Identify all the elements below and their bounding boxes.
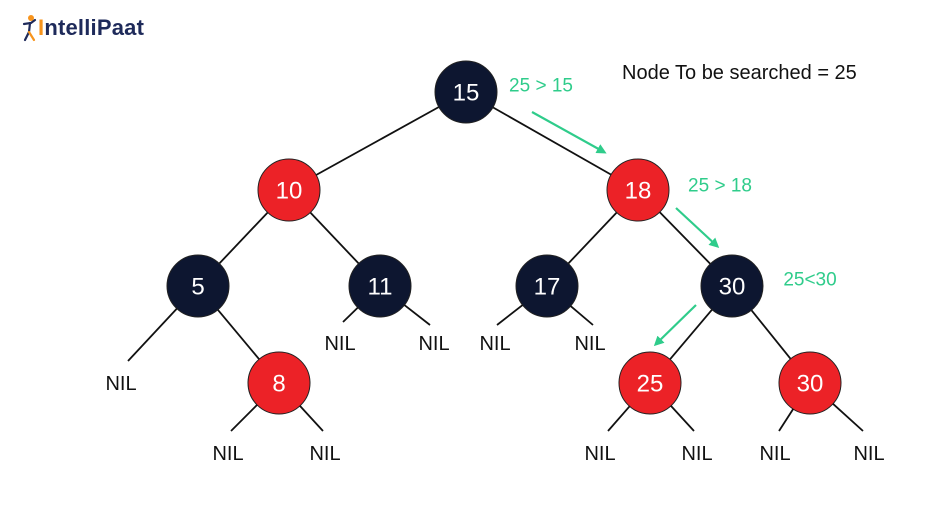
tree-node-10: 10 bbox=[257, 158, 321, 222]
search-target-label: Node To be searched = 25 bbox=[622, 62, 857, 84]
tree-node-25: 25 bbox=[618, 351, 682, 415]
tree-edge bbox=[309, 211, 360, 265]
node-circle bbox=[247, 351, 311, 415]
nil-edge bbox=[832, 403, 864, 432]
node-circle bbox=[348, 254, 412, 318]
tree-node-30: 30 bbox=[778, 351, 842, 415]
nil-edge bbox=[299, 405, 324, 432]
node-value: 18 bbox=[625, 178, 652, 205]
nil-edge bbox=[342, 306, 359, 323]
tree-edge bbox=[659, 211, 711, 265]
tree-nodes: 15 10 18 5 11 17 30 8 25 30 bbox=[166, 60, 842, 415]
nil-edge bbox=[570, 305, 594, 326]
nil-leaf-label: NIL bbox=[324, 333, 355, 355]
node-circle bbox=[257, 158, 321, 222]
nil-edge bbox=[607, 405, 631, 432]
tree-node-8: 8 bbox=[247, 351, 311, 415]
comparison-label: 25 > 15 bbox=[509, 76, 573, 97]
search-arrow bbox=[653, 304, 697, 347]
nil-leaf-label: NIL bbox=[584, 443, 615, 465]
tree-node-30: 30 bbox=[700, 254, 764, 318]
nil-leaf-label: NIL bbox=[759, 443, 790, 465]
nil-leaf-label: NIL bbox=[418, 333, 449, 355]
tree-node-17: 17 bbox=[515, 254, 579, 318]
node-value: 15 bbox=[453, 80, 480, 107]
nil-edge bbox=[230, 404, 258, 432]
comparison-label: 25<30 bbox=[783, 270, 836, 291]
nil-edge bbox=[127, 308, 178, 362]
tree-edge bbox=[217, 309, 260, 360]
node-value: 5 bbox=[191, 274, 204, 301]
tree-edge bbox=[669, 309, 713, 360]
nil-leaf-label: NIL bbox=[212, 443, 243, 465]
nil-leaf-label: NIL bbox=[853, 443, 884, 465]
tree-node-18: 18 bbox=[606, 158, 670, 222]
comparison-labels: 25 > 15 25 > 18 25<30 bbox=[509, 76, 837, 291]
tree-edge bbox=[315, 106, 440, 176]
logo-figure-icon bbox=[22, 15, 37, 42]
nil-edge bbox=[670, 405, 695, 432]
nil-leaf-label: NIL bbox=[105, 373, 136, 395]
node-value: 10 bbox=[276, 178, 303, 205]
tree-node-5: 5 bbox=[166, 254, 230, 318]
tree-edge bbox=[750, 309, 792, 360]
nil-leaves: NIL NIL NIL NIL NIL NIL NIL NIL NIL NIL NIL bbox=[105, 304, 885, 465]
node-value: 30 bbox=[797, 371, 824, 398]
nil-leaf-label: NIL bbox=[479, 333, 510, 355]
node-value: 11 bbox=[368, 274, 393, 301]
nil-edge bbox=[778, 408, 794, 432]
logo-wordmark: IntelliPaat bbox=[38, 15, 145, 40]
node-circle bbox=[618, 351, 682, 415]
nil-leaf-label: NIL bbox=[681, 443, 712, 465]
nil-leaf-label: NIL bbox=[574, 333, 605, 355]
tree-node-15: 15 bbox=[434, 60, 498, 124]
search-path-arrows bbox=[531, 111, 720, 347]
nil-edge bbox=[403, 304, 431, 326]
nil-leaf-label: NIL bbox=[309, 443, 340, 465]
tree-edge bbox=[492, 106, 612, 176]
node-value: 8 bbox=[272, 371, 285, 398]
search-arrow bbox=[675, 207, 720, 249]
comparison-label: 25 > 18 bbox=[688, 176, 752, 197]
tree-edge bbox=[218, 211, 269, 265]
tree-edge bbox=[567, 211, 618, 265]
nil-edge bbox=[496, 304, 524, 326]
tree-edges bbox=[217, 106, 792, 360]
search-arrow bbox=[531, 111, 607, 154]
tree-node-11: 11 bbox=[348, 254, 412, 318]
node-value: 30 bbox=[719, 274, 746, 301]
node-circle bbox=[778, 351, 842, 415]
node-circle bbox=[434, 60, 498, 124]
node-value: 17 bbox=[534, 274, 561, 301]
node-circle bbox=[166, 254, 230, 318]
node-circle bbox=[515, 254, 579, 318]
intellipaat-logo: IntelliPaat bbox=[20, 14, 144, 42]
node-circle bbox=[700, 254, 764, 318]
node-circle bbox=[606, 158, 670, 222]
node-value: 25 bbox=[637, 371, 664, 398]
